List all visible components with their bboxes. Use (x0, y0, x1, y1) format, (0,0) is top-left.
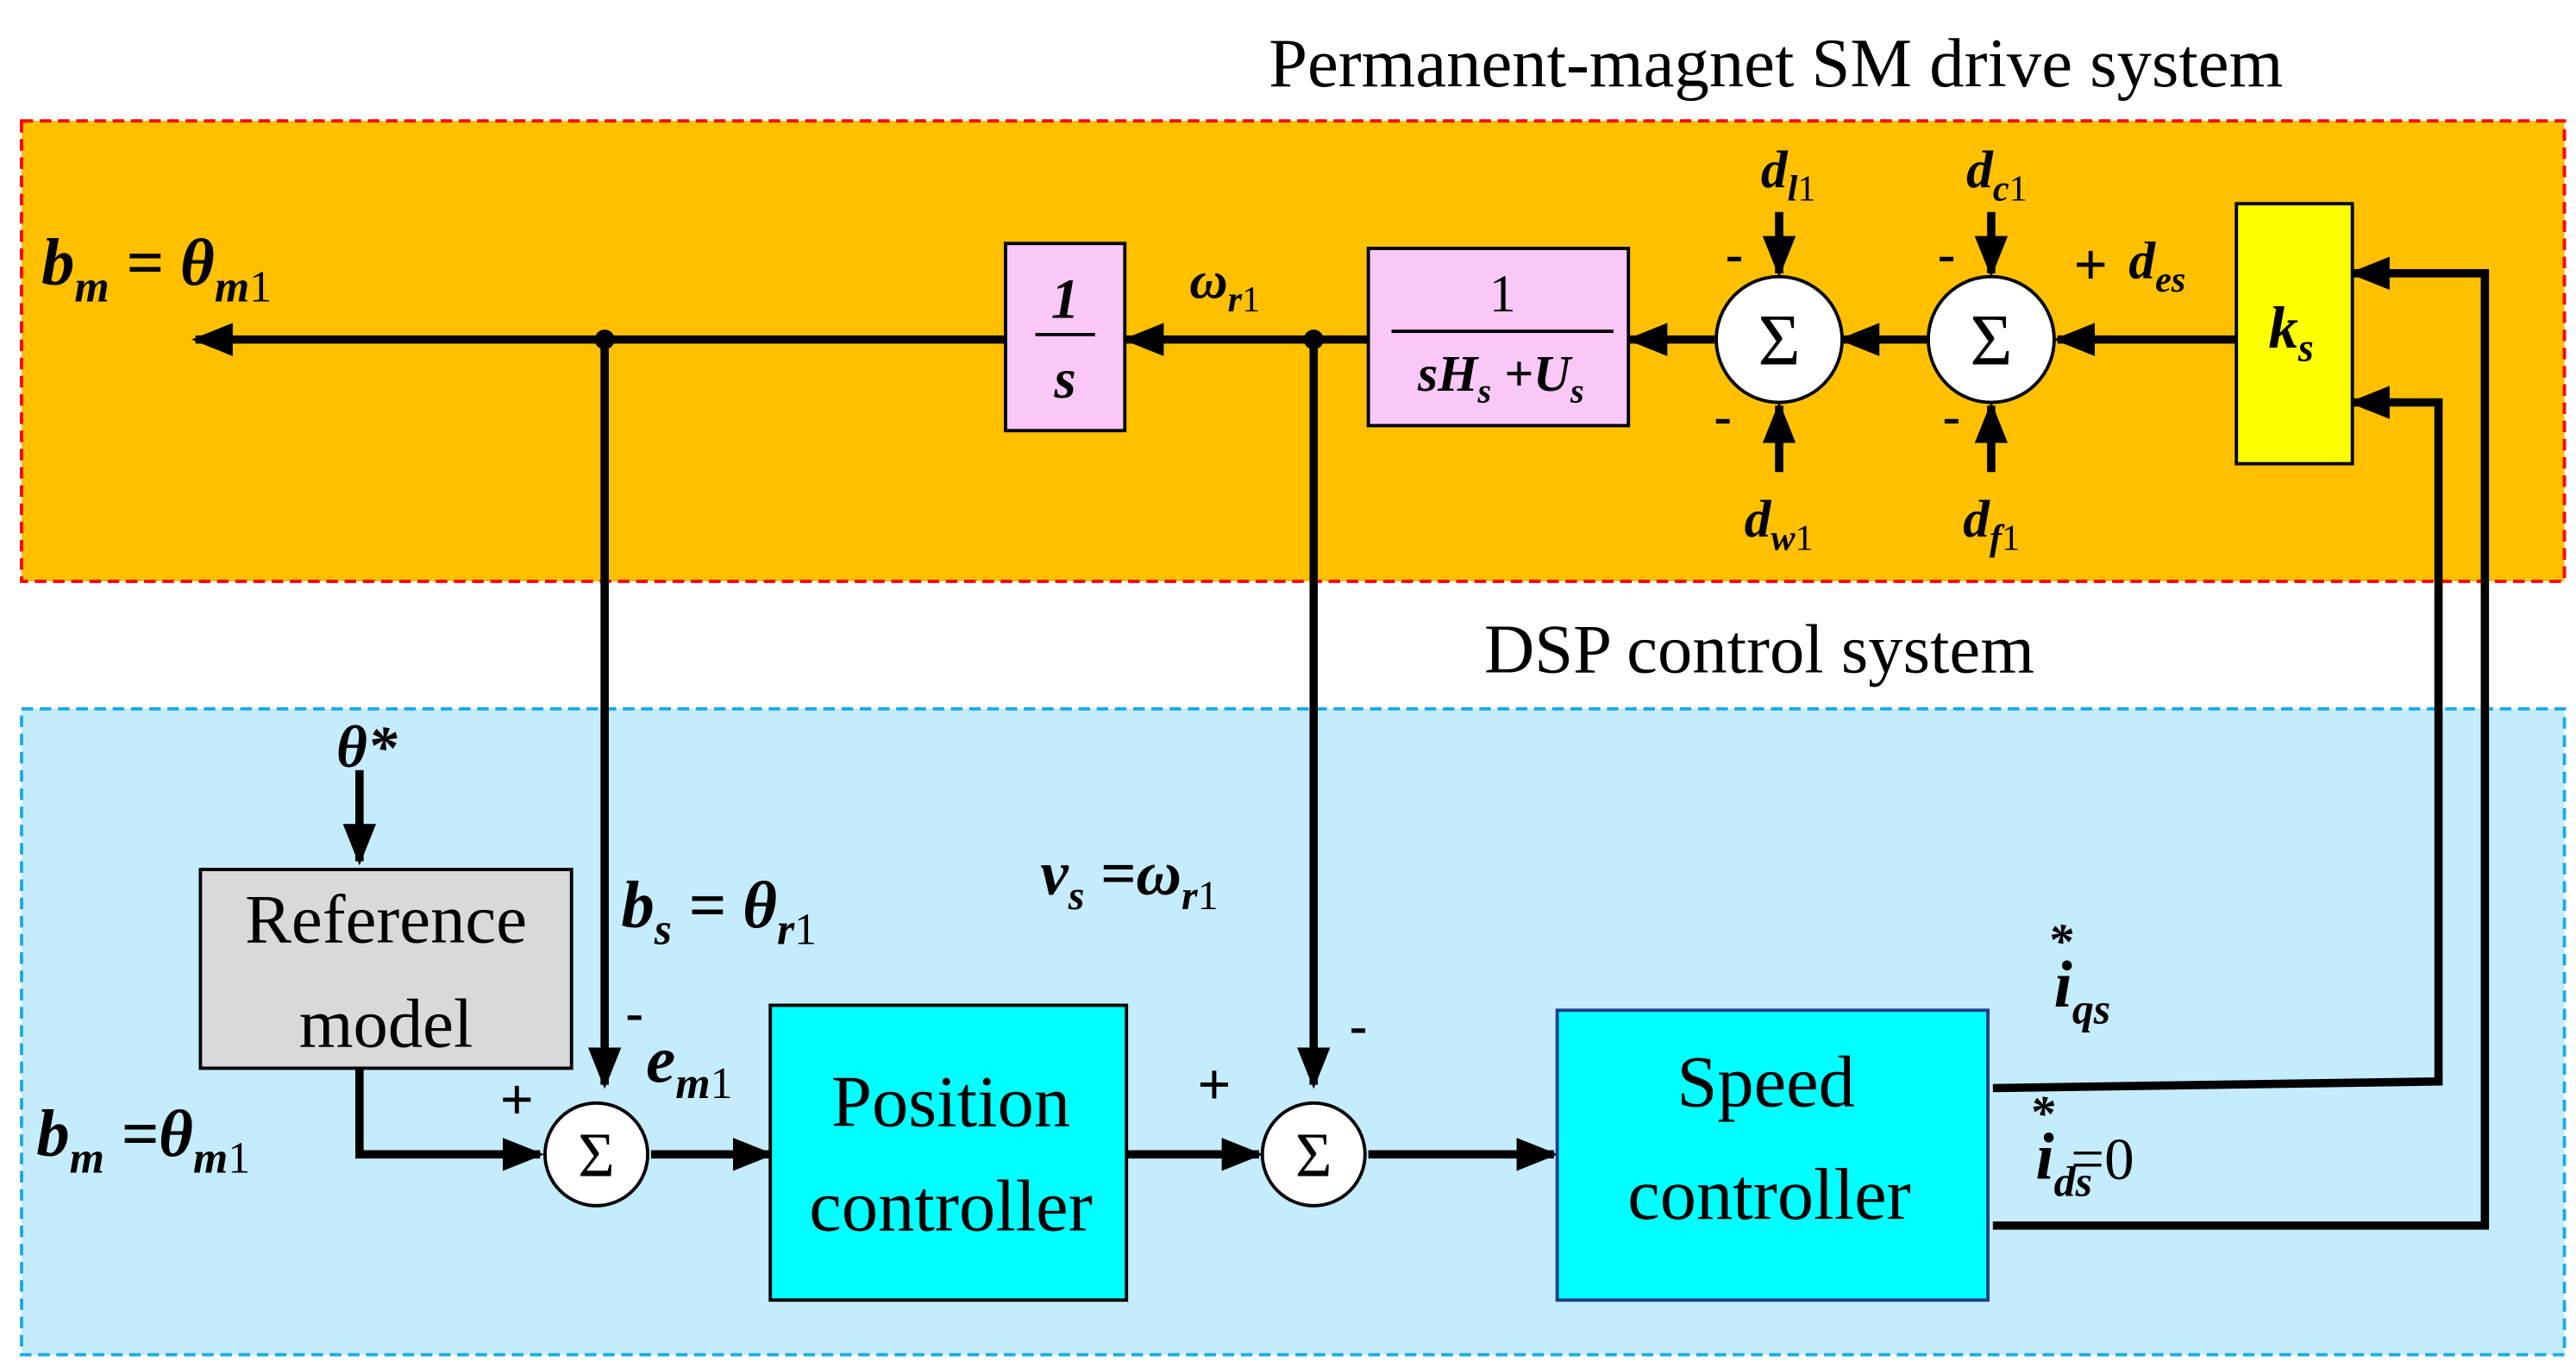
svg-text:controller: controller (809, 1167, 1093, 1247)
position-controller-block: Position controller (768, 1003, 1129, 1302)
gain-block: ks (2234, 202, 2354, 466)
sign-minus-df: - (1943, 387, 1960, 446)
ids-label: ids*=0 (2029, 1087, 2134, 1206)
svg-text:Speed: Speed (1677, 1043, 1855, 1123)
theta-star-label: θ* (336, 713, 398, 780)
integrator-block: 1 s (1004, 242, 1127, 433)
sign-minus-dl: - (1726, 225, 1743, 284)
disturbance-df-label: df1 (1963, 490, 2020, 558)
dsp-region-title: DSP control system (1484, 612, 2034, 688)
summer-position-error: Σ (543, 1101, 649, 1208)
svg-text:1: 1 (1489, 265, 1516, 323)
svg-text:controller: controller (1627, 1155, 1911, 1235)
summer-speed-error: Σ (1260, 1101, 1367, 1208)
position-tap-node (594, 329, 615, 350)
speed-tap-node (1303, 329, 1324, 350)
disturbance-dc-label: dc1 (1966, 141, 2028, 209)
svg-text:Reference: Reference (245, 882, 527, 958)
disturbance-dw-label: dw1 (1745, 490, 1814, 558)
disturbance-dl-label: dl1 (1761, 141, 1816, 209)
iqs-label: iqs* (2047, 914, 2110, 1033)
svg-text:s: s (1053, 348, 1075, 411)
sign-minus-dc: - (1938, 225, 1955, 284)
svg-text:Σ: Σ (578, 1120, 614, 1189)
svg-text:Σ: Σ (1295, 1120, 1332, 1189)
summer-disturbance-1: Σ (1714, 274, 1844, 405)
svg-text:Σ: Σ (1758, 300, 1800, 380)
sign-minus-bs: - (625, 983, 642, 1042)
svg-text:1: 1 (1051, 269, 1080, 331)
sign-minus-dw: - (1714, 387, 1731, 446)
omega-label: ωr1 (1189, 252, 1260, 320)
plant-transfer-block: 1 sHs +Us (1366, 247, 1631, 428)
sign-plus-bm: + (500, 1066, 534, 1133)
drive-region-title: Permanent-magnet SM drive system (1269, 25, 2283, 102)
summer-disturbance-2: Σ (1927, 274, 2056, 405)
disturbance-des-label: des (2128, 232, 2185, 300)
sign-plus-pos: + (1197, 1051, 1231, 1118)
speed-controller-block: Speed controller (1555, 1008, 1990, 1302)
pmsm-drive-region (20, 119, 2567, 583)
sign-plus-des: + (2073, 231, 2107, 298)
sign-minus-vs: - (1350, 997, 1367, 1056)
em-label: em1 (646, 1023, 732, 1108)
svg-text:model: model (299, 986, 473, 1063)
svg-text:ks: ks (2268, 294, 2314, 369)
output-label: bm = θm1 (41, 226, 272, 311)
bs-label: bs = θr1 (621, 869, 817, 954)
bm-label: bm =θm1 (36, 1097, 250, 1183)
reference-model-block: Reference model (198, 868, 573, 1070)
svg-text:sHs +Us: sHs +Us (1417, 345, 1584, 410)
svg-text:Position: Position (831, 1063, 1070, 1143)
svg-text:Σ: Σ (1970, 300, 2012, 380)
vs-label: vs =ωr1 (1040, 838, 1218, 919)
